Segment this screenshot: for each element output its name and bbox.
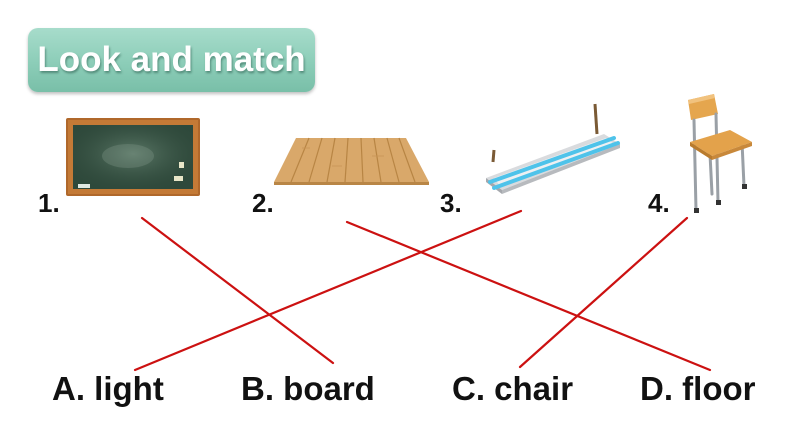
picture-number-3: 3. [440,188,462,218]
match-line-2 [345,220,712,372]
blackboard-icon [66,118,200,196]
title-badge: Look and match [28,28,315,92]
picture-number-4: 4. [648,188,670,218]
word-floor: D. floor [640,370,756,407]
word-chair: C. chair [452,370,574,407]
page-title: Look and match [37,40,306,79]
match-line-4 [518,216,689,369]
word-board: B. board [241,370,375,407]
chair-icon [688,94,752,213]
fluorescent-light-icon [486,103,620,194]
match-line-1 [140,216,335,365]
wooden-floor-icon [274,137,429,185]
word-light: A. light [52,370,164,407]
picture-number-1: 1. [38,188,60,218]
match-line-3 [133,209,523,372]
picture-number-2: 2. [252,188,274,218]
